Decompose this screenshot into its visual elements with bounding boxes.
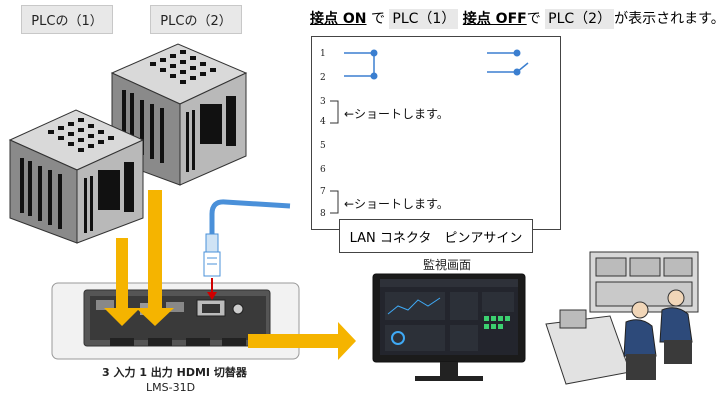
switch-on-symbol [344,49,378,80]
short-label-34: ←ショートします。 [344,107,449,121]
caption-seg1: で [370,11,385,27]
pin-number: 5 [320,141,326,151]
pin-number: 7 [320,187,326,197]
short-bracket-78 [330,190,339,214]
red-arrow [207,278,217,300]
caption: 接点 ON で PLC（1） 接点 OFFで PLC（2）が表示されます。 [310,8,720,29]
caption-off: 接点 OFF [462,11,527,27]
pin-number: 6 [320,165,326,175]
yellow-arrows [104,190,356,360]
caption-seg2: で [526,11,541,27]
pin-switch-symbols [330,49,529,214]
caption-plc1: PLC（1） [389,9,459,29]
switcher-model: LMS-31D [146,381,196,394]
plc2-label: PLCの（2） [150,5,242,34]
pin-number: 8 [320,209,326,219]
monitor [372,273,526,381]
lan-cable [203,199,291,277]
caption-seg3: が表示されます。 [614,11,720,27]
hdmi-switcher [51,282,300,360]
short-bracket-34 [330,100,339,124]
pin-number: 3 [320,97,326,107]
switcher-name: 3 入力 1 出力 HDMI 切替器 [102,366,247,379]
plc1-box [8,109,145,244]
control-room-operators [545,251,699,385]
pin-number: 4 [320,117,326,127]
switch-off-symbol [487,49,529,76]
pin-number: 1 [320,49,326,59]
monitor-label: 監視画面 [423,258,472,272]
lan-connector-label: LAN コネクタ ピンアサイン [339,219,533,253]
pin-assignment-panel: 1 2 3 4 5 6 7 8 ←ショートします。 ←ショートします。 [311,36,561,230]
pin-number: 2 [320,73,326,83]
short-label-78: ←ショートします。 [344,197,449,211]
caption-on: 接点 ON [310,11,367,27]
plc1-label: PLCの（1） [21,5,113,34]
caption-plc2: PLC（2） [545,9,615,29]
